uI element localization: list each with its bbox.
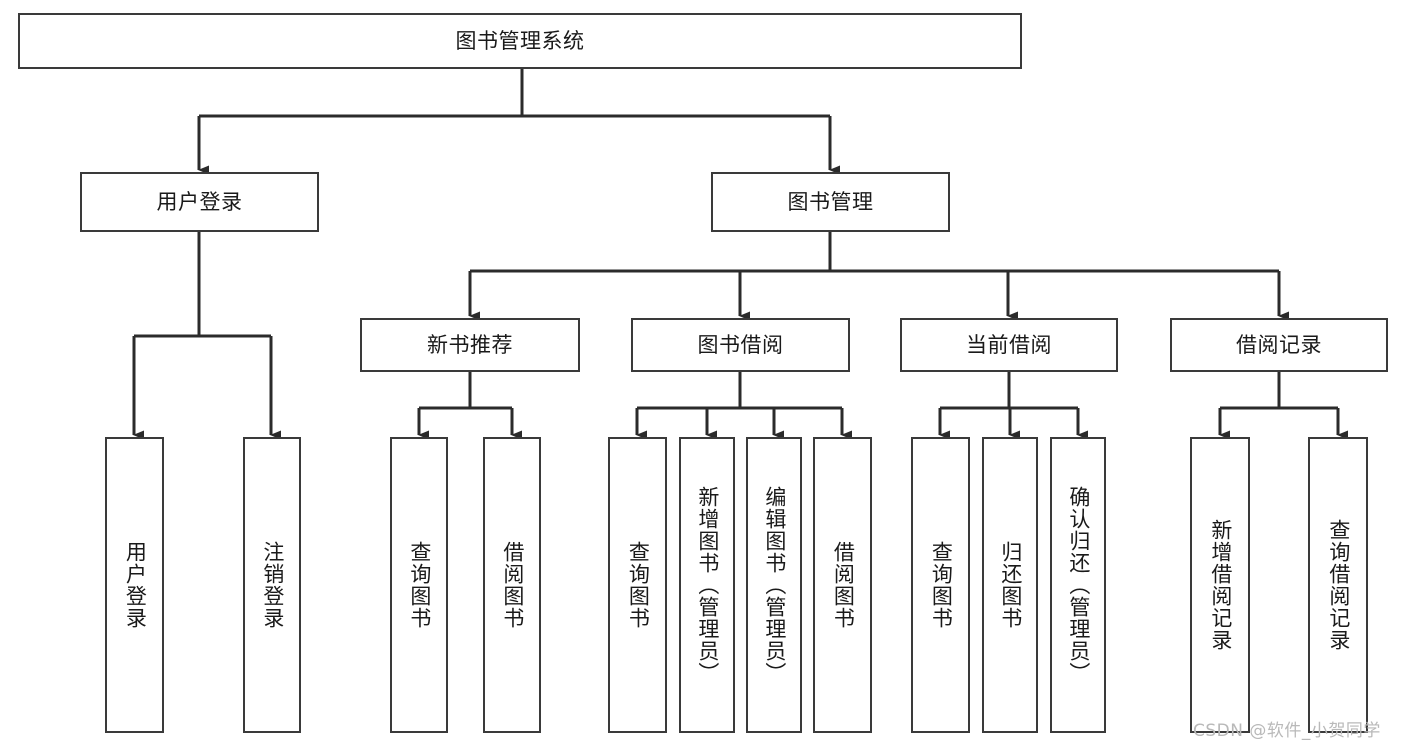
node-leaf-query-book-1-label: 查询图书 (407, 541, 432, 629)
node-book-borrow-label: 图书借阅 (697, 332, 784, 357)
node-leaf-query-record[interactable]: 查询借阅记录 (1308, 437, 1368, 733)
node-book-manage-label: 图书管理 (787, 189, 874, 214)
node-leaf-edit-book-label: 编辑图书（管理员） (762, 486, 787, 684)
node-leaf-user-login[interactable]: 用户登录 (105, 437, 164, 733)
node-leaf-return-book[interactable]: 归还图书 (982, 437, 1038, 733)
node-leaf-confirm-return[interactable]: 确认归还（管理员） (1050, 437, 1106, 733)
node-leaf-add-book[interactable]: 新增图书（管理员） (679, 437, 735, 733)
node-leaf-confirm-return-label: 确认归还（管理员） (1066, 486, 1091, 684)
node-leaf-logout[interactable]: 注销登录 (243, 437, 301, 733)
node-root-system-label: 图书管理系统 (455, 28, 585, 53)
node-leaf-add-record-label: 新增借阅记录 (1208, 519, 1233, 651)
node-leaf-borrow-book-2[interactable]: 借阅图书 (813, 437, 872, 733)
node-leaf-user-login-label: 用户登录 (123, 541, 148, 629)
node-borrow-record-label: 借阅记录 (1236, 332, 1322, 357)
node-leaf-query-book-3[interactable]: 查询图书 (911, 437, 970, 733)
node-leaf-query-book-2[interactable]: 查询图书 (608, 437, 667, 733)
node-current-borrow[interactable]: 当前借阅 (900, 318, 1118, 372)
node-leaf-query-record-label: 查询借阅记录 (1326, 519, 1351, 651)
node-leaf-return-book-label: 归还图书 (998, 541, 1023, 629)
node-leaf-edit-book[interactable]: 编辑图书（管理员） (746, 437, 802, 733)
node-leaf-borrow-book-1-label: 借阅图书 (500, 541, 525, 629)
node-book-borrow[interactable]: 图书借阅 (631, 318, 850, 372)
node-user-login-label: 用户登录 (156, 189, 243, 214)
node-leaf-query-book-3-label: 查询图书 (929, 541, 954, 629)
connector-lines (132, 69, 1348, 440)
node-leaf-borrow-book-2-label: 借阅图书 (831, 541, 856, 629)
node-current-borrow-label: 当前借阅 (966, 332, 1052, 357)
node-leaf-query-book-1[interactable]: 查询图书 (390, 437, 448, 733)
node-new-book-rec-label: 新书推荐 (427, 332, 513, 357)
node-leaf-add-record[interactable]: 新增借阅记录 (1190, 437, 1250, 733)
node-user-login[interactable]: 用户登录 (80, 172, 319, 232)
node-leaf-borrow-book-1[interactable]: 借阅图书 (483, 437, 541, 733)
node-book-manage[interactable]: 图书管理 (711, 172, 950, 232)
node-new-book-rec[interactable]: 新书推荐 (360, 318, 580, 372)
node-leaf-add-book-label: 新增图书（管理员） (695, 486, 720, 684)
node-leaf-logout-label: 注销登录 (260, 541, 285, 629)
node-leaf-query-book-2-label: 查询图书 (626, 541, 651, 629)
node-borrow-record[interactable]: 借阅记录 (1170, 318, 1388, 372)
node-root-system[interactable]: 图书管理系统 (18, 13, 1022, 69)
